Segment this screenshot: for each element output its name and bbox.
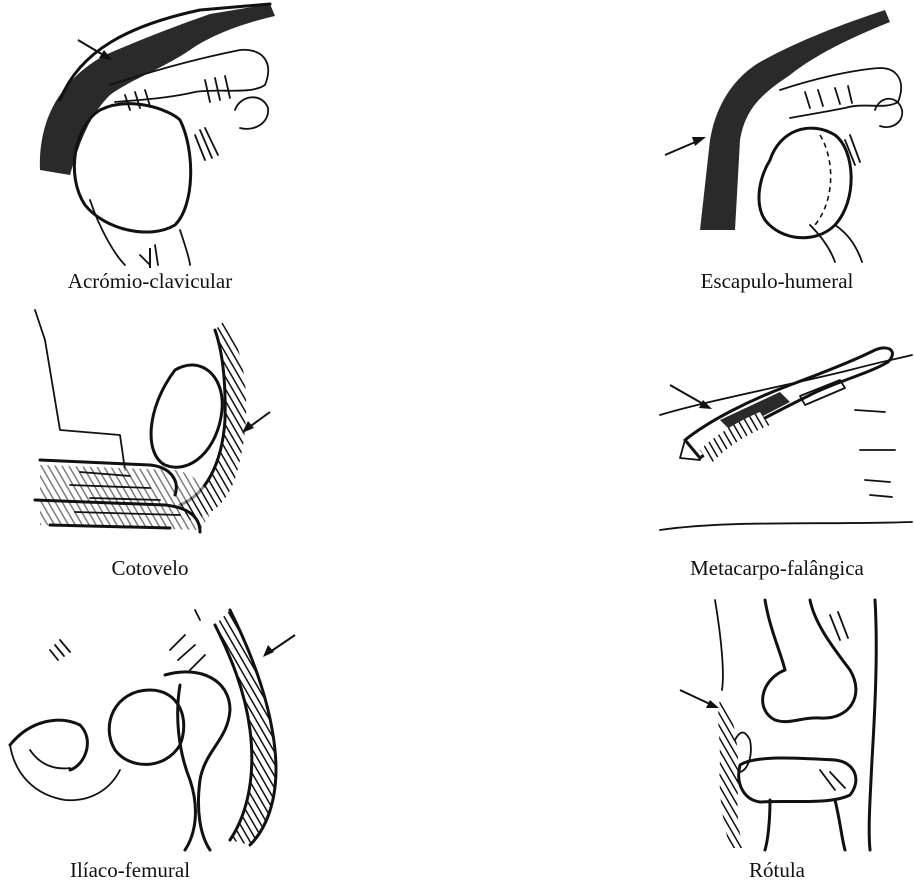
- elbow-joint-sketch: [0, 300, 300, 555]
- figure-cotovelo: Cotovelo: [0, 300, 300, 590]
- figure-rotula: Rótula: [640, 590, 914, 891]
- figure-escapulo-humeral: Escapulo-humeral: [640, 0, 914, 300]
- caption-acromio-clavicular: Acrómio-clavicular: [30, 269, 270, 294]
- caption-cotovelo: Cotovelo: [0, 556, 300, 581]
- knee-patella-sketch: [640, 590, 914, 850]
- finger-metacarpophalangeal-joint-sketch: [640, 300, 914, 555]
- caption-metacarpo-falangica: Metacarpo-falângica: [640, 556, 914, 581]
- hip-joint-sketch: [0, 590, 300, 850]
- figure-acromio-clavicular: Acrómio-clavicular: [0, 0, 300, 300]
- caption-iliaco-femural: Ilíaco-femural: [30, 858, 230, 883]
- caption-escapulo-humeral: Escapulo-humeral: [640, 269, 914, 294]
- caption-rotula: Rótula: [640, 858, 914, 883]
- shoulder-glenohumeral-joint-sketch: [640, 0, 914, 270]
- shoulder-acromioclavicular-joint-sketch: [0, 0, 300, 270]
- figure-iliaco-femural: Ilíaco-femural: [0, 590, 300, 891]
- figure-metacarpo-falangica: Metacarpo-falângica: [640, 300, 914, 590]
